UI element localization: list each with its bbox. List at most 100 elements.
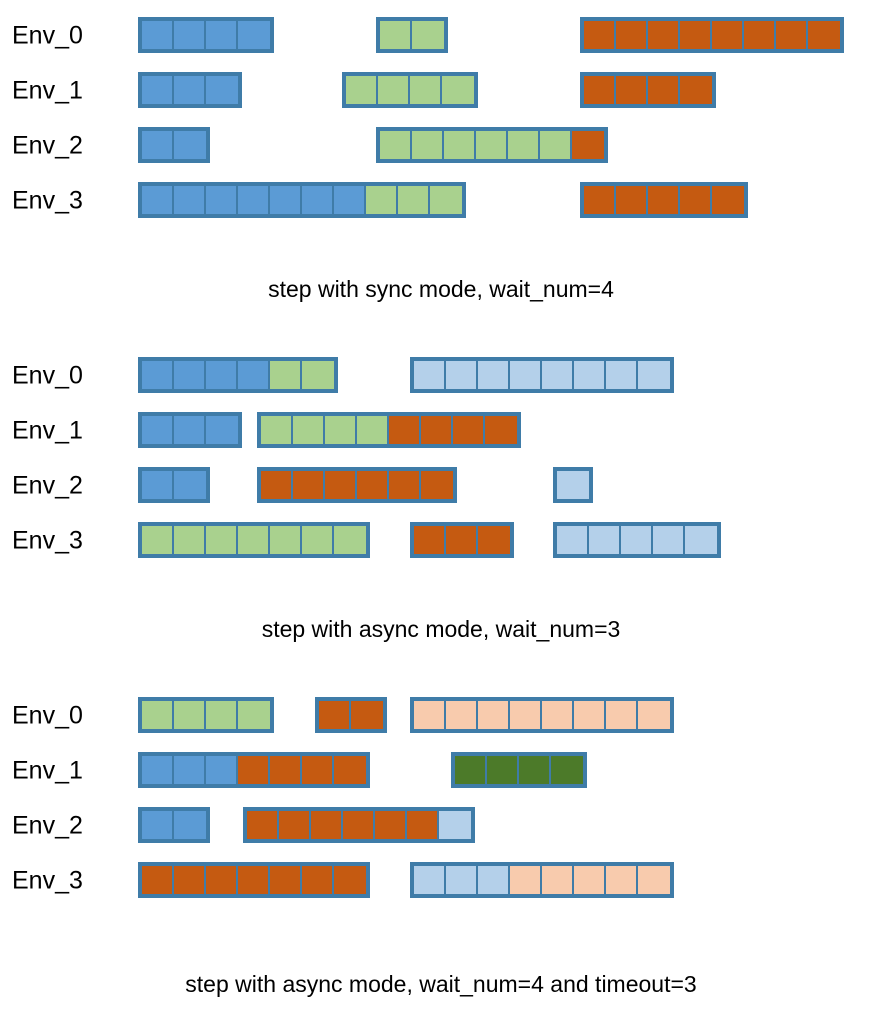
timeline-cell-blue — [206, 361, 238, 389]
timeline-cell-lightorange — [574, 866, 606, 894]
env-label: Env_1 — [12, 416, 83, 444]
timeline-block — [138, 72, 242, 108]
timeline-cell-lightorange — [414, 701, 446, 729]
env-label: Env_0 — [12, 361, 83, 389]
timeline-block — [138, 697, 274, 733]
timeline-cell-lightblue — [414, 361, 446, 389]
timeline-cell-lightblue — [510, 361, 542, 389]
env-timeline-track — [0, 63, 882, 118]
timeline-block — [138, 357, 338, 393]
timeline-cell-lightblue — [542, 361, 574, 389]
timeline-cell-orange — [680, 186, 712, 214]
timeline-cell-lightblue — [574, 361, 606, 389]
timeline-cell-orange — [279, 811, 312, 839]
timeline-cell-lightorange — [574, 701, 606, 729]
timeline-cell-orange — [572, 131, 604, 159]
timeline-cell-green — [412, 131, 444, 159]
env-timeline-track — [0, 118, 882, 173]
env-label: Env_3 — [12, 526, 83, 554]
timeline-block — [243, 807, 476, 843]
timeline-cell-orange — [421, 471, 453, 499]
timeline-cell-green — [444, 131, 476, 159]
timeline-cell-orange — [584, 186, 616, 214]
timeline-cell-green — [206, 526, 238, 554]
timeline-cell-lightorange — [446, 701, 478, 729]
env-timeline-track — [0, 688, 882, 743]
timeline-cell-orange — [616, 21, 648, 49]
timeline-cell-blue — [142, 471, 174, 499]
timeline-cell-orange — [389, 471, 421, 499]
timeline-cell-lightblue — [446, 361, 478, 389]
timeline-cell-orange — [334, 756, 366, 784]
timeline-block — [138, 182, 466, 218]
timeline-cell-lightblue — [638, 361, 670, 389]
timeline-cell-orange — [485, 416, 517, 444]
timeline-cell-blue — [142, 416, 174, 444]
timeline-cell-orange — [648, 21, 680, 49]
timeline-cell-green — [476, 131, 508, 159]
timeline-cell-green — [238, 526, 270, 554]
env-timeline-track — [0, 8, 882, 63]
timeline-block — [552, 467, 593, 503]
timeline-block — [257, 412, 521, 448]
env-label: Env_2 — [12, 471, 83, 499]
timeline-cell-blue — [174, 811, 206, 839]
timeline-cell-green — [380, 21, 412, 49]
timeline-cell-orange — [478, 526, 510, 554]
timeline-cell-blue — [174, 131, 206, 159]
timeline-block — [376, 127, 608, 163]
timeline-cell-green — [270, 361, 302, 389]
timeline-cell-orange — [247, 811, 280, 839]
timeline-block — [410, 697, 674, 733]
timeline-cell-lightblue — [620, 526, 653, 554]
timeline-cell-green — [174, 701, 206, 729]
timeline-block — [580, 72, 716, 108]
timeline-cell-blue — [206, 21, 238, 49]
env-row: Env_3 — [0, 173, 882, 228]
timeline-cell-blue — [142, 186, 174, 214]
timeline-cell-orange — [744, 21, 776, 49]
env-timeline-track — [0, 853, 882, 908]
env-label: Env_0 — [12, 21, 83, 49]
timeline-cell-orange — [270, 756, 302, 784]
env-row: Env_2 — [0, 118, 882, 173]
timeline-cell-blue — [142, 131, 174, 159]
timeline-block — [314, 697, 387, 733]
timeline-cell-lightblue — [606, 361, 638, 389]
timeline-cell-darkgreen — [550, 756, 583, 784]
timeline-cell-orange — [238, 756, 270, 784]
timeline-block — [410, 522, 514, 558]
timeline-cell-blue — [206, 76, 238, 104]
caption-panel-3: step with async mode, wait_num=4 and tim… — [185, 971, 697, 997]
env-label: Env_2 — [12, 811, 83, 839]
timeline-block — [138, 522, 370, 558]
timeline-cell-blue — [174, 416, 206, 444]
timeline-cell-blue — [302, 186, 334, 214]
timeline-cell-blue — [174, 756, 206, 784]
timeline-cell-green — [206, 701, 238, 729]
timeline-cell-green — [430, 186, 462, 214]
timeline-cell-orange — [584, 21, 616, 49]
timeline-cell-orange — [680, 76, 712, 104]
timeline-cell-lightblue — [684, 526, 717, 554]
env-row: Env_0 — [0, 348, 882, 403]
timeline-cell-green — [325, 416, 357, 444]
timeline-cell-orange — [270, 866, 302, 894]
timeline-cell-orange — [712, 21, 744, 49]
timeline-cell-orange — [421, 416, 453, 444]
env-label: Env_3 — [12, 866, 83, 894]
env-label: Env_1 — [12, 756, 83, 784]
timeline-cell-lightblue — [446, 866, 478, 894]
caption-panel-2: step with async mode, wait_num=3 — [261, 616, 621, 642]
timeline-cell-green — [334, 526, 366, 554]
env-row: Env_3 — [0, 513, 882, 568]
timeline-cell-orange — [648, 186, 680, 214]
timeline-cell-orange — [206, 866, 238, 894]
timeline-block — [138, 862, 370, 898]
timeline-cell-green — [270, 526, 302, 554]
env-timeline-track — [0, 798, 882, 853]
timeline-cell-green — [398, 186, 430, 214]
